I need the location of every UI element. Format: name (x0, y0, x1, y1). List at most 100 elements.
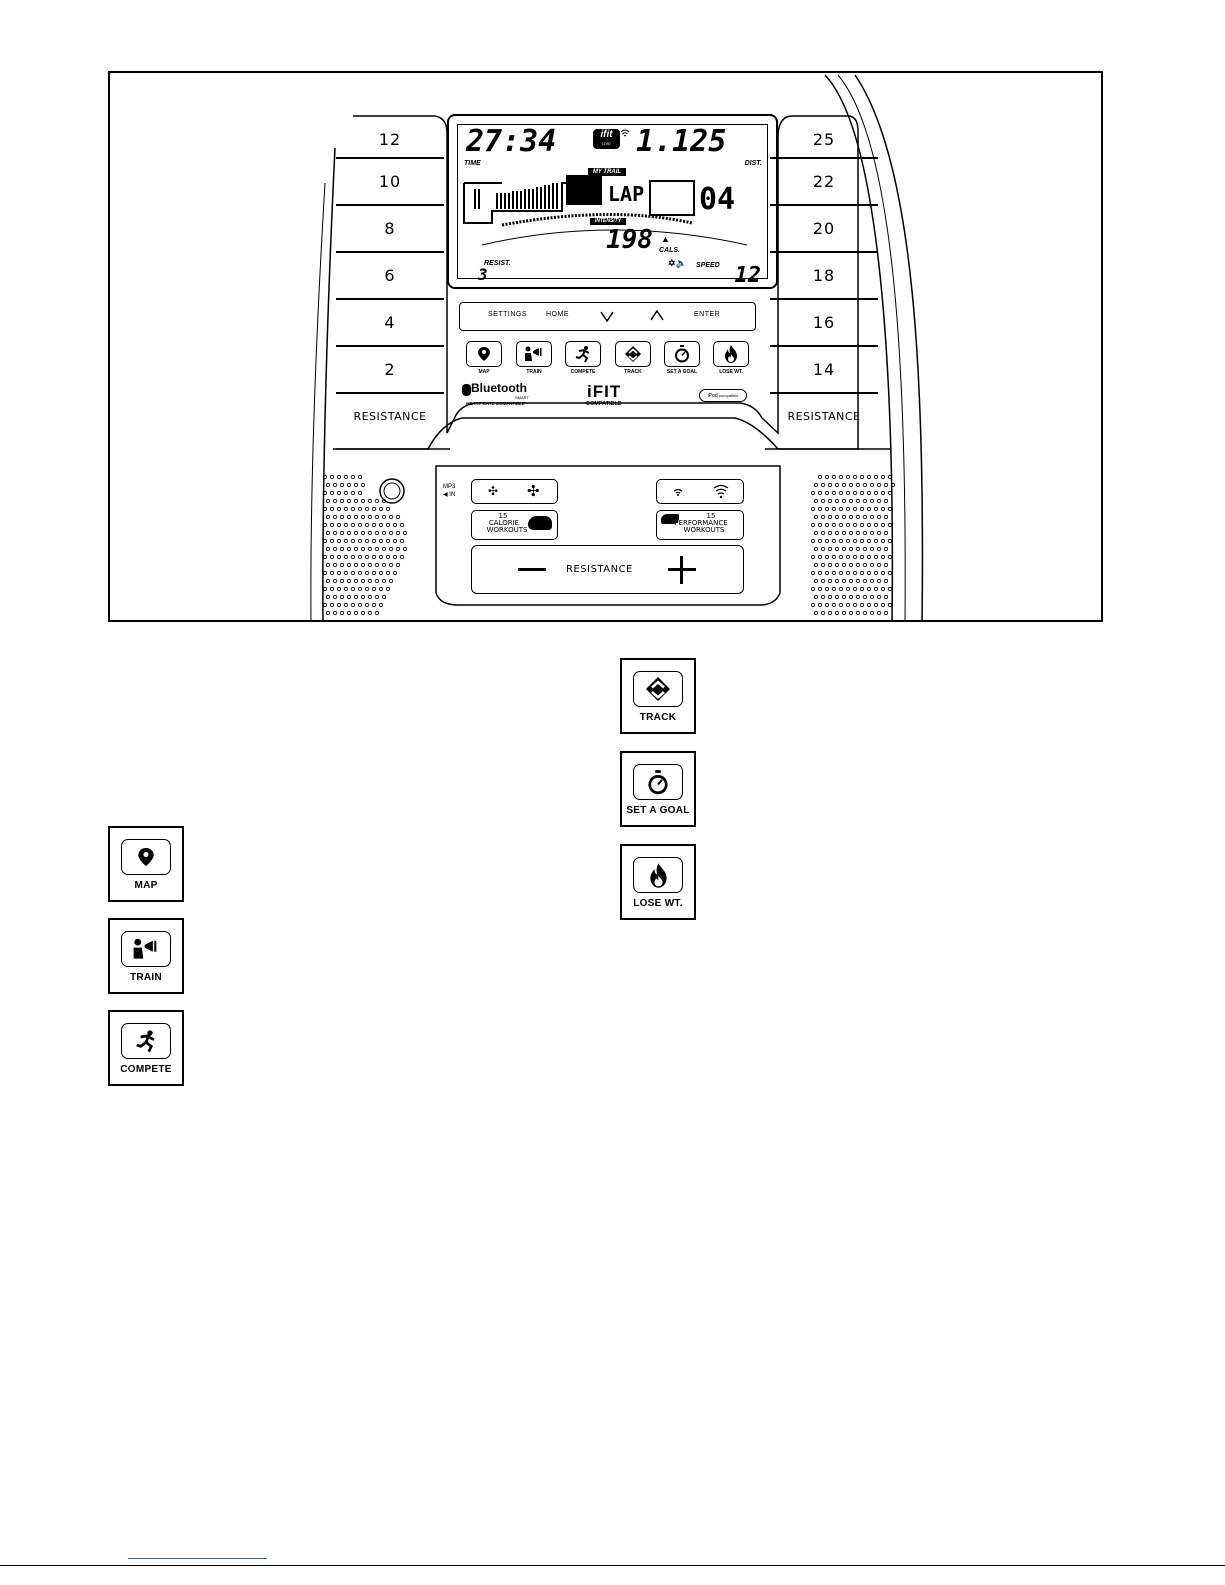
cyclist-icon (661, 514, 679, 524)
lose-weight-button-label: LOSE WT. (719, 369, 743, 375)
distance-label: DIST. (744, 160, 762, 167)
bluetooth-logo: Bluetooth SMART (462, 381, 529, 400)
map-icon-label: MAP (134, 880, 158, 891)
volume-down-button[interactable] (673, 487, 683, 497)
track-workout-button[interactable] (615, 341, 651, 367)
train-key (121, 931, 171, 967)
enter-button[interactable]: ENTER (694, 311, 721, 318)
trainer-megaphone-icon (133, 938, 157, 959)
train-icon-label: TRAIN (129, 972, 163, 983)
stopwatch-icon (675, 345, 689, 363)
lcd-screen: 27:34 TIME ifit LIVE 1.125 DIST. MY TRAI… (457, 124, 768, 287)
trail-intensity-graphic: LAP 04 (463, 175, 748, 246)
map-button-label: MAP (478, 369, 490, 375)
up-arrow-button[interactable] (650, 309, 664, 323)
resist-label: RESIST. (484, 260, 511, 267)
wifi-icon (620, 129, 630, 137)
train-icon-box: TRAIN (108, 918, 184, 994)
compete-workout-button[interactable] (565, 341, 601, 367)
console-outline (310, 74, 924, 620)
right-resistance-key-16[interactable]: 16 (770, 298, 878, 345)
lose-weight-workout-button[interactable] (713, 341, 749, 367)
flame-icon (725, 345, 737, 363)
right-resistance-key-20[interactable]: 20 (770, 204, 878, 251)
calories-label: CALS. (659, 247, 680, 254)
distance-readout: 1.125 (636, 124, 727, 159)
track-key (633, 671, 683, 707)
lap-text: LAP (608, 182, 644, 206)
left-resistance-key-6[interactable]: 6 (336, 251, 444, 298)
heart-rate-compatible-text: HEART RATE COMPATIBLE (466, 401, 525, 406)
right-resistance-key-25[interactable]: 25 (812, 130, 836, 149)
fan-low-button[interactable]: ✣ (488, 484, 499, 498)
stopwatch-icon (648, 769, 668, 794)
set-a-goal-key (633, 764, 683, 800)
resistance-adjust-bar: RESISTANCE (471, 545, 744, 594)
left-resistance-keypad: 12 10 8 6 4 2 RESISTANCE (336, 116, 444, 449)
lose-weight-icon-label: LOSE WT. (633, 898, 683, 909)
map-key (121, 839, 171, 875)
home-button[interactable]: HOME (546, 311, 569, 318)
calorie-workouts-button[interactable]: 15 CALORIE WORKOUTS (471, 510, 558, 540)
set-a-goal-workout-button[interactable] (664, 341, 700, 367)
performance-workouts-button[interactable]: 15 PERFORMANCE WORKOUTS (656, 510, 744, 540)
set-a-goal-icon-label: SET A GOAL (626, 805, 690, 816)
mp3-label: MP3 (443, 484, 456, 490)
compete-key (121, 1023, 171, 1059)
ifit-logo: iFIT (587, 382, 622, 401)
left-resistance-key-4[interactable]: 4 (336, 298, 444, 345)
compete-icon-label: COMPETE (120, 1064, 172, 1075)
resist-readout: 3 (478, 265, 488, 284)
flame-icon: ▲ (661, 234, 670, 244)
ifit-compatible-text: COMPATIBLE (586, 401, 622, 407)
fan-button-group: ✣ ✣ (471, 479, 558, 504)
audio-in-label: ◀ IN (443, 492, 456, 498)
left-resistance-key-12[interactable]: 12 (378, 130, 402, 149)
calories-readout: 198 (606, 225, 653, 255)
left-resistance-key-label: RESISTANCE (336, 392, 444, 439)
right-resistance-key-14[interactable]: 14 (770, 345, 878, 392)
right-resistance-key-18[interactable]: 18 (770, 251, 878, 298)
left-resistance-key-2[interactable]: 2 (336, 345, 444, 392)
resistance-decrease-button[interactable] (518, 568, 546, 571)
footer-rule (0, 1565, 1225, 1566)
trainer-megaphone-icon (525, 346, 542, 361)
volume-up-button[interactable] (713, 484, 729, 499)
track-button-label: TRACK (624, 369, 642, 375)
volume-button-group (656, 479, 744, 504)
set-a-goal-button-label: SET A GOAL (666, 369, 698, 375)
fan-speaker-icons: ✡🔈 (668, 258, 687, 268)
speed-label: SPEED (696, 262, 720, 269)
down-arrow-button[interactable] (600, 309, 614, 323)
speed-readout: 12 (734, 263, 762, 288)
time-label: TIME (464, 160, 481, 167)
ipod-compatible-badge: iPod compatible (699, 389, 747, 402)
left-resistance-key-10[interactable]: 10 (336, 157, 444, 204)
runner-icon (136, 1030, 155, 1053)
track-arrows-icon (625, 346, 641, 362)
runner-icon (575, 346, 590, 363)
resistance-bar-label: RESISTANCE (566, 564, 633, 575)
lap-number: 04 (699, 182, 735, 217)
compete-button-label: COMPETE (570, 369, 596, 375)
map-workout-button[interactable] (466, 341, 502, 367)
train-button-label: TRAIN (526, 369, 542, 375)
lose-weight-key (633, 857, 683, 893)
train-workout-button[interactable] (516, 341, 552, 367)
settings-button[interactable]: SETTINGS (488, 311, 528, 318)
left-resistance-key-8[interactable]: 8 (336, 204, 444, 251)
track-icon-label: TRACK (639, 712, 677, 723)
lose-weight-icon-box: LOSE WT. (620, 844, 696, 920)
map-icon-box: MAP (108, 826, 184, 902)
fan-high-button[interactable]: ✣ (527, 483, 540, 500)
map-pin-icon (138, 848, 154, 866)
my-trail-label: MY TRAIL (588, 168, 626, 176)
intensity-label: INTENSITY (590, 218, 626, 225)
right-resistance-keypad: 25 22 20 18 16 14 RESISTANCE (770, 116, 878, 449)
lcd-display: 27:34 TIME ifit LIVE 1.125 DIST. MY TRAI… (447, 114, 778, 289)
track-arrows-icon (646, 677, 670, 701)
track-icon-box: TRACK (620, 658, 696, 734)
resistance-increase-button[interactable] (668, 556, 696, 584)
right-resistance-key-22[interactable]: 22 (770, 157, 878, 204)
bluetooth-icon (462, 383, 471, 396)
